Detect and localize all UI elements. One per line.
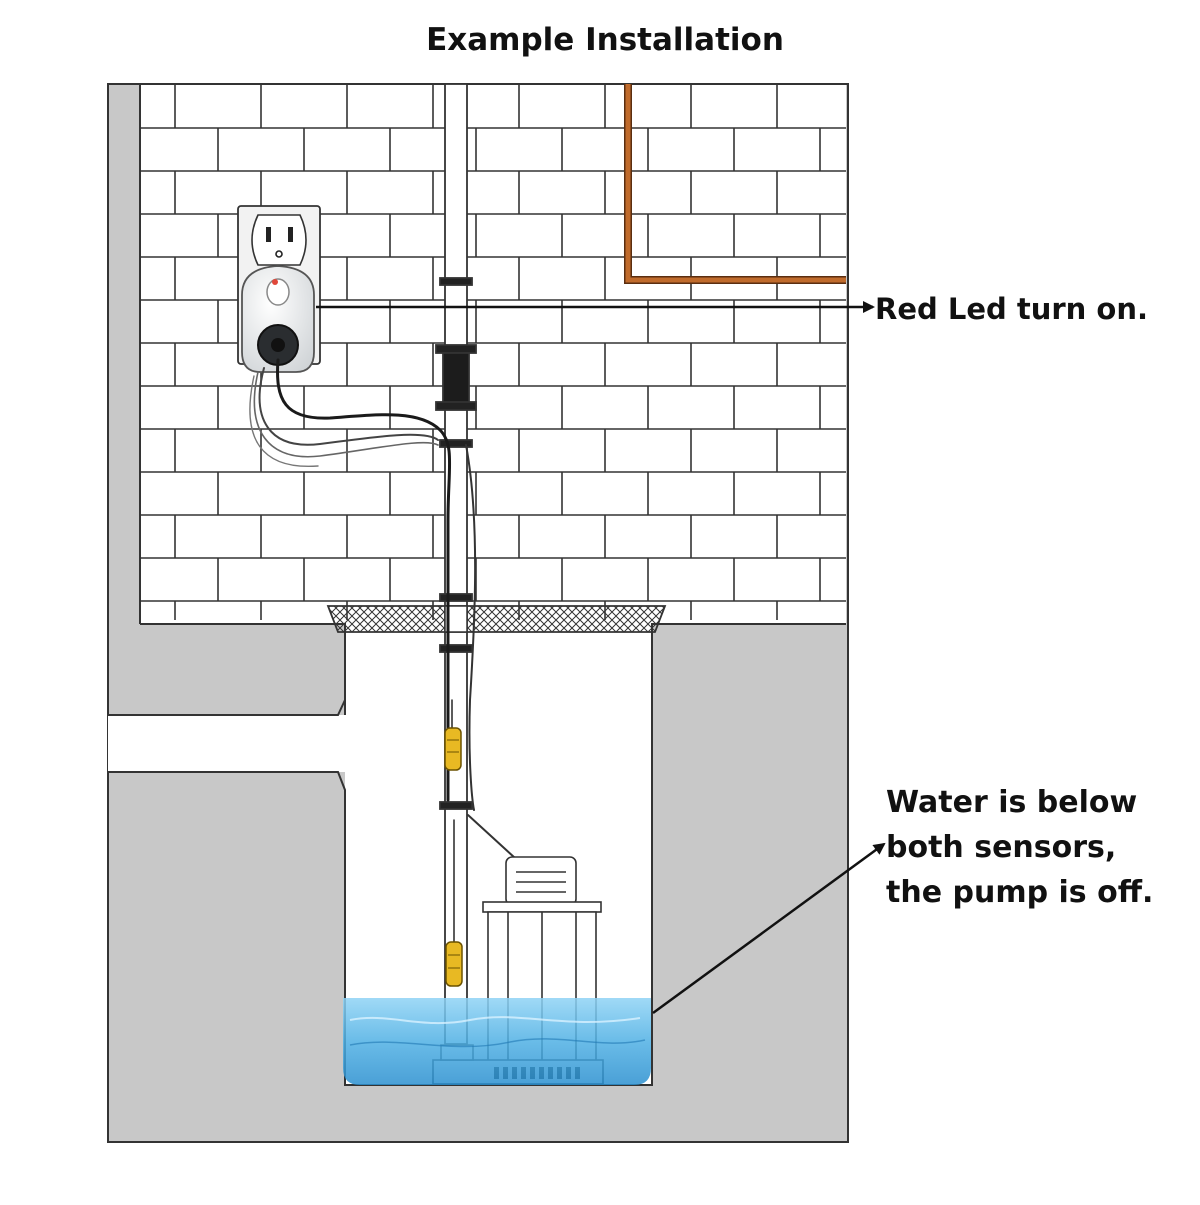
annotation-arrows xyxy=(316,301,886,1015)
brick-wall xyxy=(140,85,846,620)
copper-pipe xyxy=(624,84,846,284)
water-annotation-line-3: the pump is off. xyxy=(886,875,1154,910)
water-annotation-line-2: both sensors, xyxy=(886,830,1117,865)
power-cords xyxy=(249,358,516,946)
water-annotation-line-1: Water is below xyxy=(886,785,1138,820)
water-in-pit xyxy=(343,998,651,1085)
pit-cover xyxy=(326,605,667,633)
water-arrow xyxy=(652,842,886,1015)
water-level-annotation: Water is below both sensors, the pump is… xyxy=(886,780,1153,915)
float-switch-icon xyxy=(444,727,462,771)
red-led-annotation: Red Led turn on. xyxy=(875,292,1148,326)
diagram-title: Example Installation xyxy=(426,22,784,58)
alarm-plug-device-icon xyxy=(241,265,315,373)
red-led-icon xyxy=(272,279,278,285)
float-switch-lower-icon xyxy=(445,941,463,987)
